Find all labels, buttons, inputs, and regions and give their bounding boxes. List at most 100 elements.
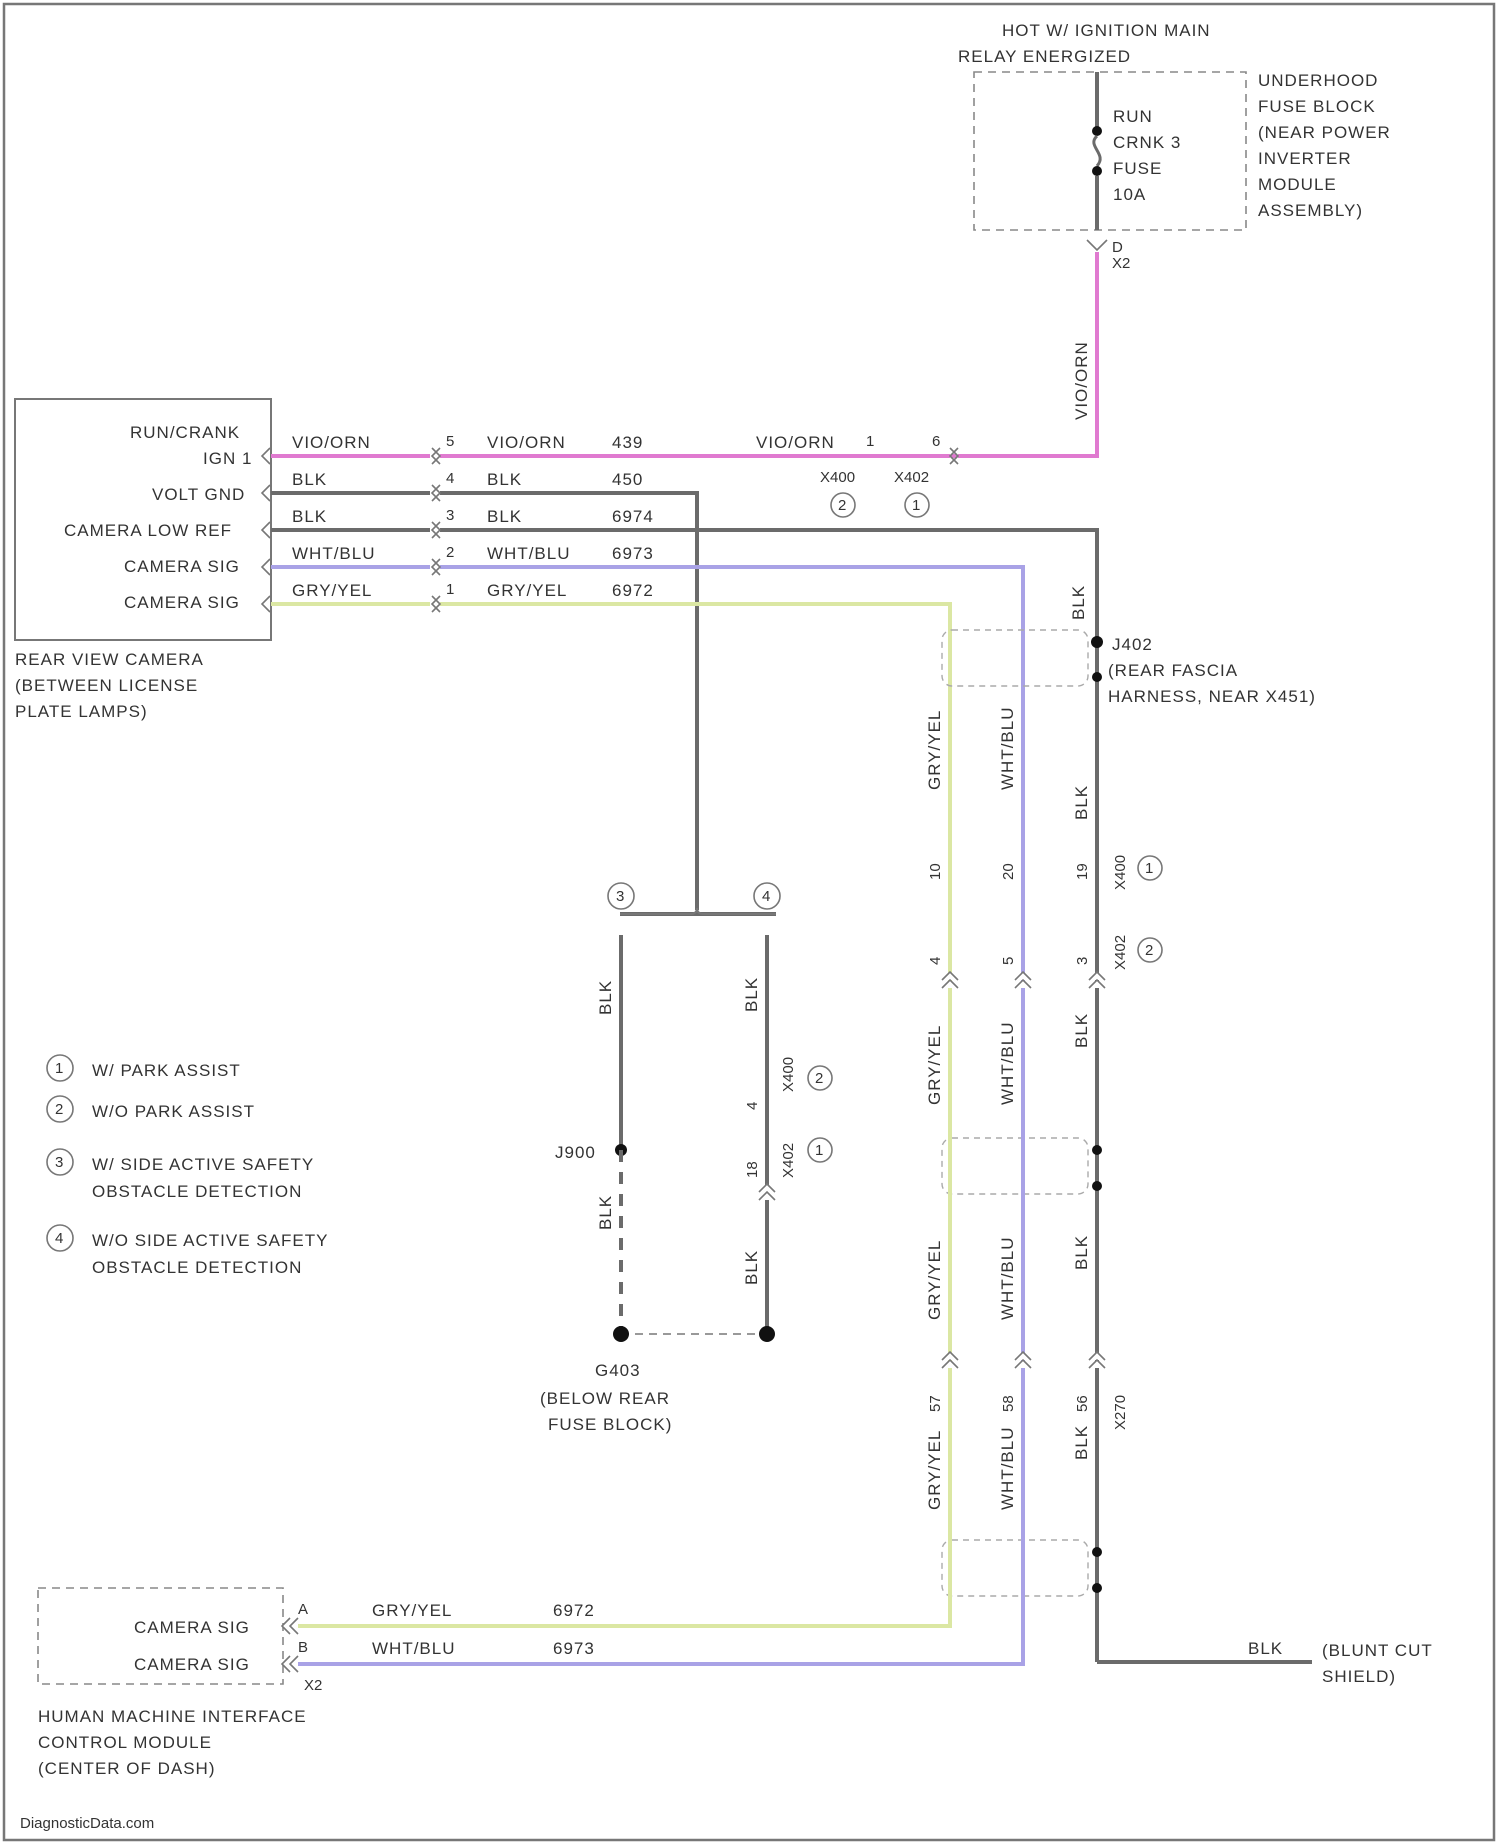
- cam-wire-a-3: BLK: [292, 507, 327, 526]
- ign-circle-b-num: 1: [912, 497, 920, 514]
- ground-pin-a: 4: [744, 1102, 761, 1110]
- label-gry-b: GRY/YEL: [925, 1025, 944, 1105]
- conn-gry-b: [942, 972, 958, 988]
- camera-pin-name-ign-2: IGN 1: [203, 449, 252, 468]
- conn-blu-b: [1015, 972, 1031, 988]
- ground-conn-b: X402: [780, 1143, 797, 1178]
- camera-pin-name-volt-gnd: VOLT GND: [152, 485, 245, 504]
- cam-wire-a-1: VIO/ORN: [292, 433, 371, 452]
- conn-blk-b: [1089, 972, 1105, 988]
- wire-ground-bracket: [620, 908, 776, 914]
- diagram-frame: [4, 4, 1494, 1840]
- ground-point-label: G403: [595, 1361, 641, 1380]
- ground-point-right: [759, 1326, 775, 1342]
- legend-text-1: W/ PARK ASSIST: [92, 1061, 241, 1080]
- label-blu-d-pin: 58: [1000, 1395, 1017, 1412]
- ign-conn-b: X402: [894, 469, 929, 486]
- hmi-pin-name-a: CAMERA SIG: [134, 1618, 250, 1637]
- hmi-term-a: [282, 1618, 298, 1634]
- hmi-location-1: HUMAN MACHINE INTERFACE: [38, 1707, 307, 1726]
- label-blk-d-pin: 56: [1074, 1395, 1091, 1412]
- ground-wire-right: BLK: [742, 977, 761, 1012]
- shield-mid-top-dot: [1092, 1145, 1102, 1155]
- ign-tail-wire: VIO/ORN: [756, 433, 835, 452]
- fuse-block-outline: [974, 72, 1246, 230]
- label-x400-right: X400: [1112, 855, 1129, 890]
- cam-pin-a-3: 3: [446, 507, 454, 524]
- splice-j402-dot: [1091, 636, 1103, 648]
- shield-mid: [942, 1138, 1088, 1194]
- legend-num-1: 1: [55, 1060, 63, 1077]
- legend-text-4a: W/O SIDE ACTIVE SAFETY: [92, 1231, 328, 1250]
- svg-text:VIO/ORN: VIO/ORN: [1072, 341, 1091, 420]
- fuse-terminal-bottom: [1092, 166, 1102, 176]
- fuse-block-loc-4: INVERTER: [1258, 149, 1352, 168]
- pin-blu-b: 5: [1000, 957, 1017, 965]
- label-blu-b: WHT/BLU: [998, 1022, 1017, 1106]
- hmi-circuit-a: 6972: [553, 1601, 595, 1620]
- hmi-wire-a: GRY/YEL: [372, 1601, 452, 1620]
- footer-watermark: DiagnosticData.com: [20, 1815, 154, 1832]
- cam-wire-a-5: GRY/YEL: [292, 581, 372, 600]
- fuse-label-1: RUN: [1113, 107, 1153, 126]
- label-x402-right: X402: [1112, 935, 1129, 970]
- fuse-block-loc-6: ASSEMBLY): [1258, 201, 1363, 220]
- ground-point-left: [613, 1326, 629, 1342]
- hmi-term-b: [282, 1656, 298, 1672]
- ground-wire-left: BLK: [596, 980, 615, 1015]
- conn-blk-d: [1089, 1352, 1105, 1368]
- cam-wire-b-1: VIO/ORN: [487, 433, 566, 452]
- cam-circuit-3: 6974: [612, 507, 654, 526]
- fuse-supply-line-2: RELAY ENERGIZED: [958, 47, 1131, 66]
- label-gry-d: GRY/YEL: [925, 1430, 944, 1510]
- cam-pin-a-1: 5: [446, 433, 454, 450]
- ground-location-2: FUSE BLOCK): [548, 1415, 672, 1434]
- legend-text-3a: W/ SIDE ACTIVE SAFETY: [92, 1155, 314, 1174]
- legend-text-3b: OBSTACLE DETECTION: [92, 1182, 302, 1201]
- fuse-label-3: FUSE: [1113, 159, 1162, 178]
- label-gry-a-pin: 10: [927, 863, 944, 880]
- fuse-block-loc-5: MODULE: [1258, 175, 1337, 194]
- ign-circle-a-num: 2: [838, 497, 846, 514]
- splice-j900-label: J900: [555, 1143, 596, 1162]
- fuse-terminal-top: [1092, 126, 1102, 136]
- legend-num-4: 4: [55, 1230, 63, 1247]
- wire-yel-vertical: [437, 970, 950, 1626]
- fuse-label-4: 10A: [1113, 185, 1146, 204]
- pin-blk-b: 3: [1074, 957, 1091, 965]
- hmi-location-3: (CENTER OF DASH): [38, 1759, 216, 1778]
- camera-location-3: PLATE LAMPS): [15, 702, 148, 721]
- conn-blu-d: [1015, 1352, 1031, 1368]
- circle-x400-right-num: 1: [1145, 860, 1153, 877]
- ground-location-1: (BELOW REAR: [540, 1389, 670, 1408]
- fuse-block-loc-1: UNDERHOOD: [1258, 71, 1378, 90]
- label-x270: X270: [1112, 1395, 1129, 1430]
- ign-tail-pin-1: 1: [866, 433, 874, 450]
- ground-conn-a: X400: [780, 1057, 797, 1092]
- shield-top-dot: [1092, 672, 1102, 682]
- cam-wire-b-4: WHT/BLU: [487, 544, 571, 563]
- camera-location-2: (BETWEEN LICENSE: [15, 676, 198, 695]
- ground-circle-left-num: 3: [616, 888, 624, 905]
- ground-pin-b: 18: [744, 1161, 761, 1178]
- camera-pin-name-low-ref: CAMERA LOW REF: [64, 521, 232, 540]
- shield-top: [942, 630, 1088, 686]
- legend-text-2: W/O PARK ASSIST: [92, 1102, 255, 1121]
- camera-pin-name-sig-1: CAMERA SIG: [124, 557, 240, 576]
- cam-circuit-2: 450: [612, 470, 643, 489]
- j402-name: J402: [1112, 635, 1153, 654]
- label-blk-a-pin: 19: [1074, 863, 1091, 880]
- label-blk-top: BLK: [1069, 585, 1088, 620]
- fuse-label-2: CRNK 3: [1113, 133, 1181, 152]
- hmi-location-2: CONTROL MODULE: [38, 1733, 212, 1752]
- camera-location-1: REAR VIEW CAMERA: [15, 650, 204, 669]
- label-blu-c: WHT/BLU: [998, 1237, 1017, 1321]
- fuse-connector-terminal: [1087, 240, 1107, 250]
- shield-bot-top-dot: [1092, 1547, 1102, 1557]
- ground-wire-left-b: BLK: [596, 1195, 615, 1230]
- label-blu-a-pin: 20: [1000, 863, 1017, 880]
- camera-pin-name-sig-2: CAMERA SIG: [124, 593, 240, 612]
- cam-circuit-1: 439: [612, 433, 643, 452]
- hmi-connector: X2: [304, 1677, 322, 1694]
- label-blu-d: WHT/BLU: [998, 1427, 1017, 1511]
